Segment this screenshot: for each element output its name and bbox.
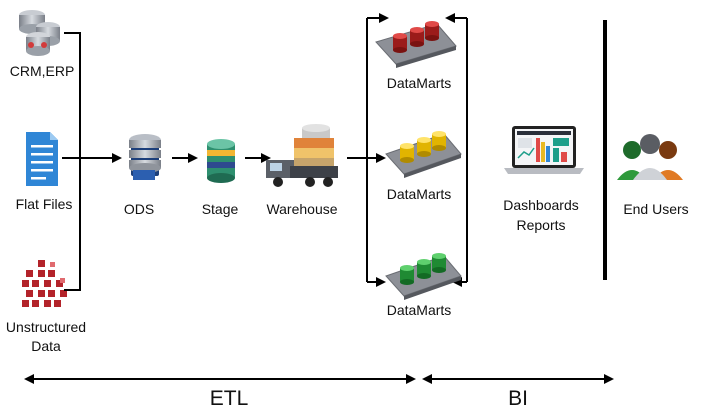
datamart-middle-label: DataMarts <box>387 186 452 202</box>
stage-cylinder-icon <box>207 139 235 183</box>
flat-file-icon <box>26 132 58 186</box>
datamart-red-icon <box>375 21 457 68</box>
dashboard-laptop-icon <box>504 126 584 174</box>
unstructured-label-line1: Unstructured <box>6 319 86 335</box>
stage-label: Stage <box>202 201 239 217</box>
ods-server-icon <box>129 134 161 180</box>
bi-phase-label: BI <box>508 387 528 410</box>
unstructured-label-line2: Data <box>31 338 61 354</box>
warehouse-label: Warehouse <box>266 201 337 217</box>
end-users-label: End Users <box>623 201 688 217</box>
ods-label: ODS <box>124 201 154 217</box>
flat-files-label: Flat Files <box>16 196 73 212</box>
reports-label: Reports <box>516 217 565 233</box>
etl-phase-label: ETL <box>210 387 249 410</box>
crm-erp-label: CRM,ERP <box>10 63 75 79</box>
datamart-top-label: DataMarts <box>387 75 452 91</box>
warehouse-truck-icon <box>266 124 338 187</box>
datamart-green-icon <box>385 253 462 300</box>
datamart-yellow-icon <box>385 131 462 178</box>
source-bracket-line <box>64 32 81 291</box>
datamart-bottom-label: DataMarts <box>387 302 452 318</box>
end-users-icon <box>617 134 683 180</box>
dashboards-label: Dashboards <box>503 197 579 213</box>
unstructured-data-icon <box>22 260 67 307</box>
database-stack-icon <box>19 10 60 56</box>
